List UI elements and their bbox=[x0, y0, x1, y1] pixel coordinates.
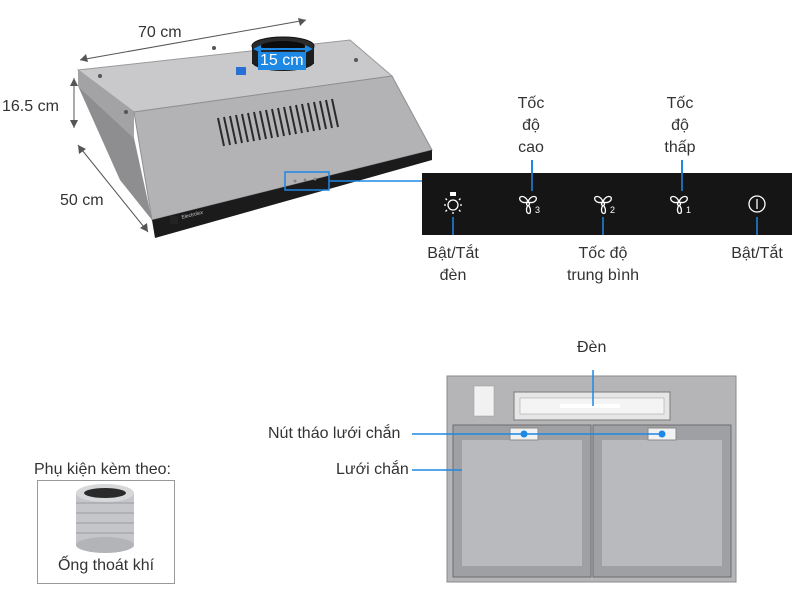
hood-bottom-strip bbox=[152, 150, 432, 238]
callout-line bbox=[681, 160, 683, 173]
fan-speed-3-badge: 3 bbox=[535, 205, 541, 215]
height-label: 16.5 cm bbox=[2, 98, 59, 115]
filter-label: Lưới chắn bbox=[336, 461, 409, 478]
width-dimension-line bbox=[79, 18, 307, 62]
screw-icon bbox=[124, 110, 128, 114]
control-panel bbox=[422, 173, 792, 235]
fan-speed-2-icon[interactable] bbox=[594, 195, 612, 215]
duct-opening bbox=[84, 488, 126, 498]
filter-mesh-left bbox=[462, 440, 582, 566]
power-toggle-label: Bật/Tắt bbox=[731, 245, 783, 262]
hood-drawing bbox=[70, 18, 433, 238]
speed-low-label: Tốc độ thấp bbox=[664, 95, 696, 156]
control-dot bbox=[303, 178, 307, 182]
filter-mesh-right bbox=[602, 440, 722, 566]
width-label: 70 cm bbox=[138, 24, 182, 41]
exhaust-duct-icon bbox=[76, 484, 134, 553]
duct-bottom bbox=[76, 537, 134, 553]
duct-dimension-line bbox=[253, 45, 313, 53]
fan-speed-3-icon[interactable] bbox=[519, 195, 537, 215]
accessory-box: Ống thoát khí bbox=[37, 480, 175, 584]
light-bulb bbox=[560, 404, 620, 408]
hood-left-lower bbox=[78, 86, 152, 220]
screw-icon bbox=[98, 74, 102, 78]
accessory-heading: Phụ kiện kèm theo: bbox=[34, 461, 171, 478]
underside-sticker bbox=[473, 385, 495, 417]
depth-label: 50 cm bbox=[60, 192, 104, 209]
control-icons bbox=[444, 173, 766, 235]
power-icon[interactable] bbox=[748, 195, 766, 213]
depth-dimension-line bbox=[77, 144, 149, 233]
hood-product-view: 70 cm 16.5 cm 50 cm 15 cm Electrolux bbox=[0, 0, 440, 260]
hood-sticker bbox=[236, 67, 246, 75]
screw-icon bbox=[354, 58, 358, 62]
hood-vent-slots bbox=[217, 98, 339, 147]
accessory-item-label: Ống thoát khí bbox=[57, 557, 155, 574]
light-label: Đèn bbox=[577, 339, 607, 356]
filter-release-label: Nút tháo lưới chắn bbox=[268, 425, 401, 442]
hood-underside-view bbox=[412, 370, 737, 583]
fan-speed-1-badge: 1 bbox=[686, 205, 692, 215]
light-toggle-label: Bật/Tắt đèn bbox=[427, 245, 479, 284]
duct-ribs bbox=[76, 502, 134, 534]
fan-speed-2-badge: 2 bbox=[610, 205, 616, 215]
light-icon[interactable] bbox=[444, 192, 462, 214]
callout-line bbox=[531, 160, 533, 173]
fan-speed-1-icon[interactable] bbox=[670, 195, 688, 215]
duct-diameter-label: 15 cm bbox=[258, 52, 306, 70]
control-dot bbox=[313, 177, 317, 181]
brand-logo-icon bbox=[170, 216, 178, 224]
screw-icon bbox=[212, 46, 216, 50]
hood-left-side bbox=[78, 70, 134, 138]
control-dot bbox=[293, 179, 297, 183]
speed-high-label: Tốc độ cao bbox=[517, 95, 545, 156]
speed-medium-label: Tốc độ trung bình bbox=[566, 245, 640, 284]
height-dimension-line bbox=[70, 78, 78, 128]
